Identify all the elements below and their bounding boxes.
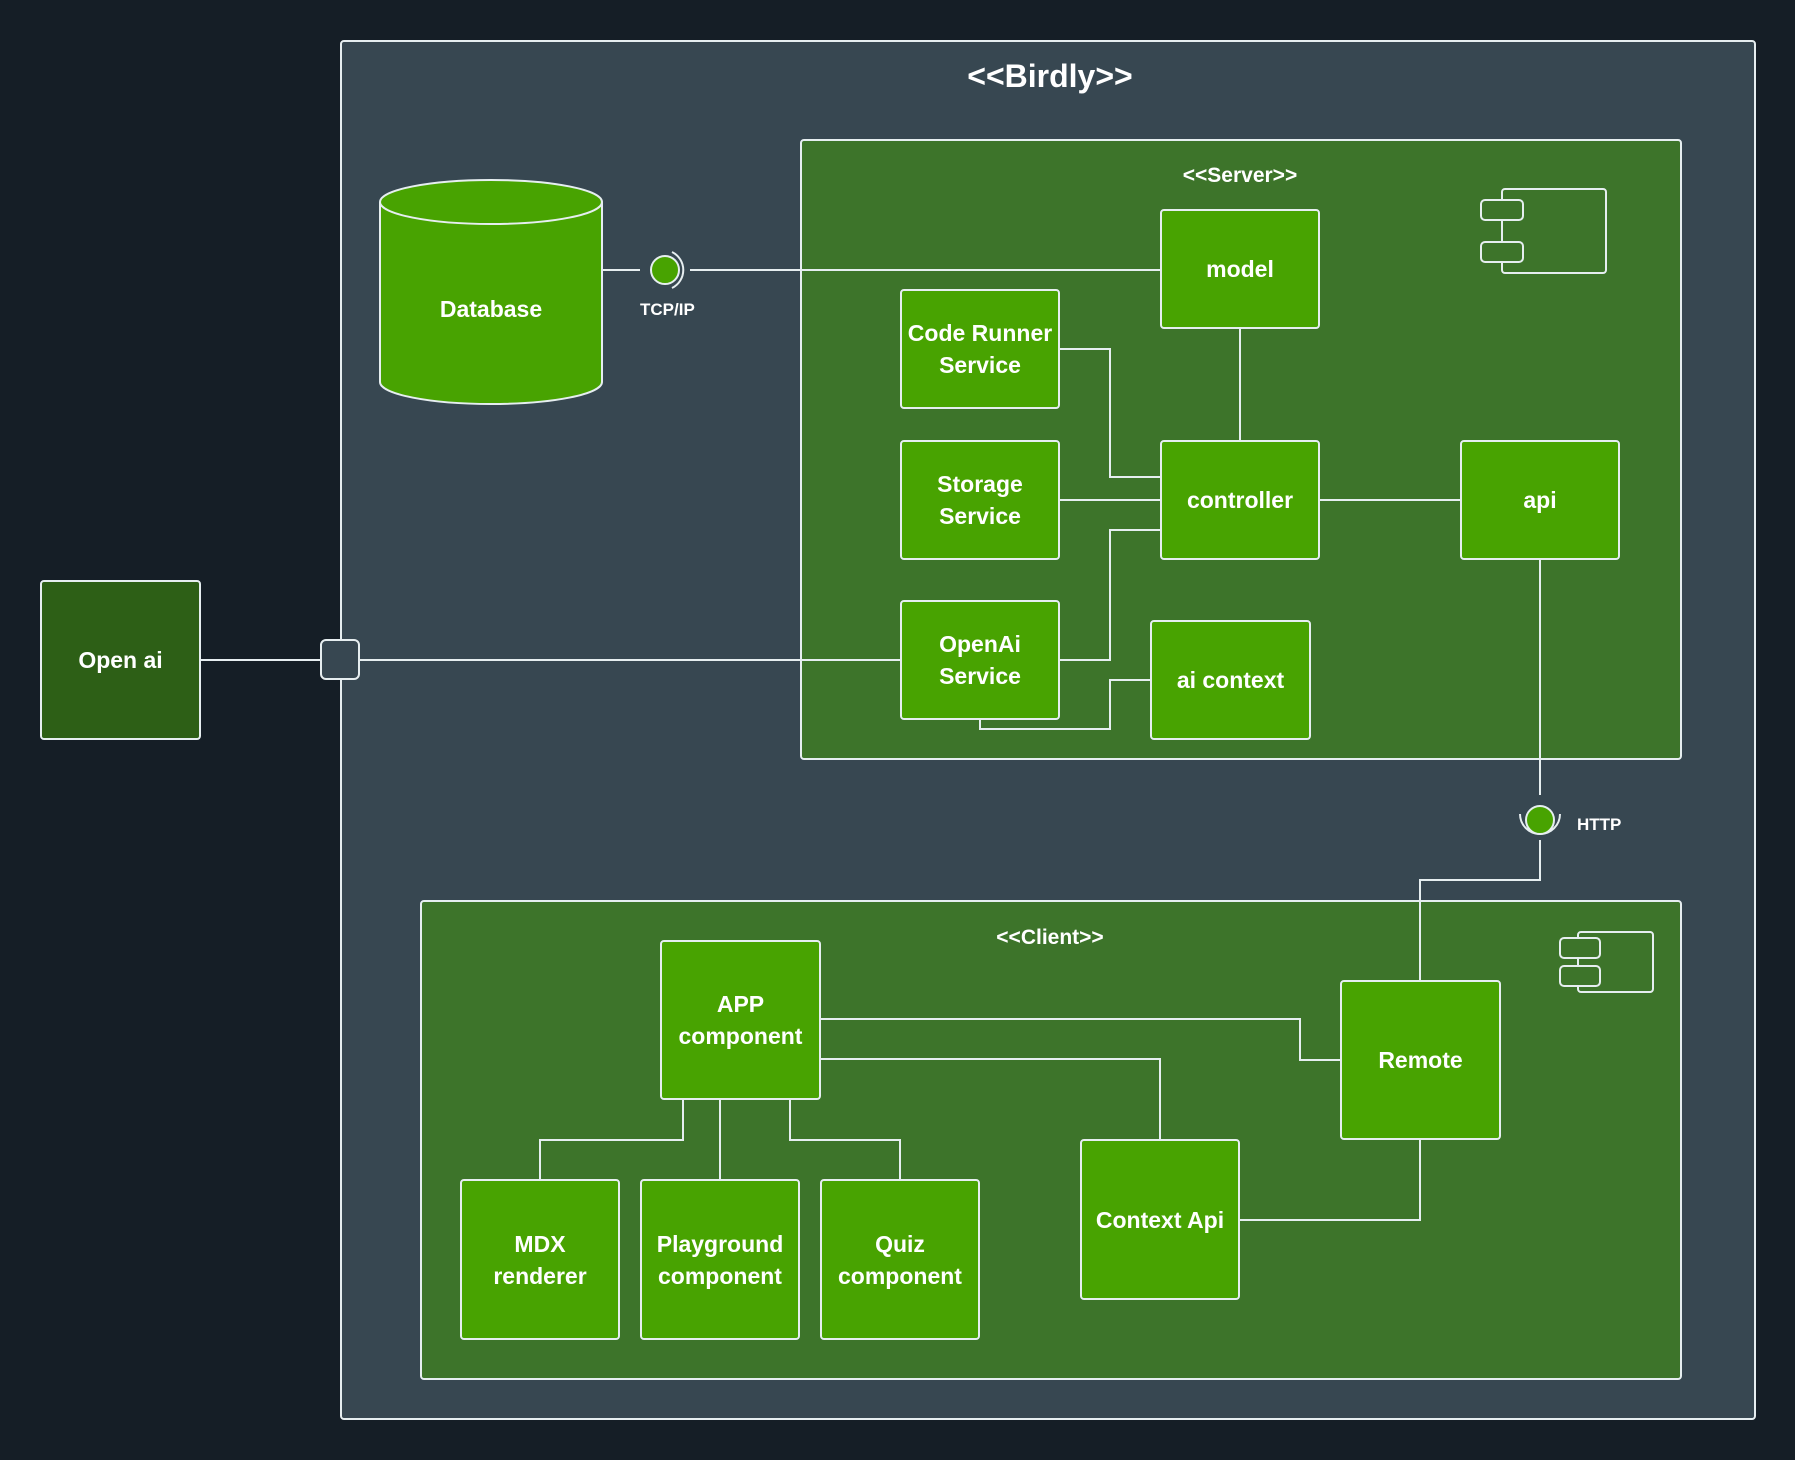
app-mdx-connector	[539, 1099, 684, 1179]
client-component-icon	[1559, 931, 1654, 993]
app-contextapi-connector	[820, 1058, 1161, 1139]
model-component[interactable]: model	[1160, 209, 1320, 329]
openai-aicontext-connector	[979, 679, 1150, 730]
tcp-interface-label: TCP/IP	[640, 300, 695, 319]
app-quiz-connector	[789, 1099, 901, 1179]
http-interface-label: HTTP	[1577, 815, 1622, 834]
quiz-component[interactable]: Quiz component	[820, 1179, 980, 1340]
openai-service-component[interactable]: OpenAi Service	[900, 600, 1060, 720]
code-runner-service-component[interactable]: Code Runner Service	[900, 289, 1060, 409]
app-remote-connector	[820, 1018, 1340, 1061]
context-api-component[interactable]: Context Api	[1080, 1139, 1240, 1300]
storage-service-component[interactable]: Storage Service	[900, 440, 1060, 560]
app-component[interactable]: APP component	[660, 940, 821, 1100]
api-component[interactable]: api	[1460, 440, 1620, 560]
system-title: <<Birdly>>	[967, 58, 1133, 94]
playground-component[interactable]: Playground component	[640, 1179, 800, 1340]
tcp-interface-icon	[650, 251, 685, 289]
database-cylinder-icon	[379, 179, 603, 405]
http-remote-connector	[1419, 840, 1541, 980]
http-interface-icon	[1519, 805, 1561, 835]
coderunner-controller-connector	[1060, 348, 1160, 478]
open-ai-external[interactable]: Open ai	[40, 580, 201, 740]
ai-context-component[interactable]: ai context	[1150, 620, 1311, 740]
database-label: Database	[439, 296, 543, 322]
system-port	[320, 639, 360, 680]
server-component-icon	[1480, 188, 1607, 274]
mdx-renderer-component[interactable]: MDX renderer	[460, 1179, 620, 1340]
contextapi-remote-connector	[1240, 1140, 1421, 1221]
remote-component[interactable]: Remote	[1340, 980, 1501, 1140]
server-title: <<Server>>	[1182, 164, 1298, 187]
client-title: <<Client>>	[996, 926, 1104, 949]
controller-component[interactable]: controller	[1160, 440, 1320, 560]
openai-controller-connector	[1060, 529, 1160, 661]
